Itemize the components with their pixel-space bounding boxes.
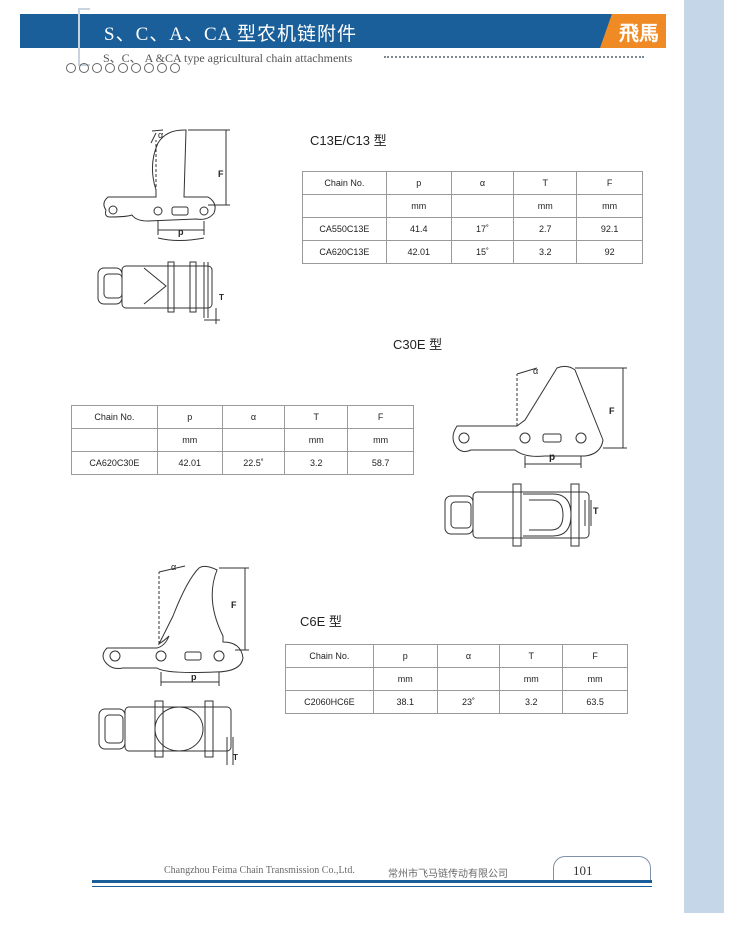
footer-company-en: Changzhou Feima Chain Transmission Co.,L… <box>164 865 355 876</box>
footer-rule-thin <box>92 886 652 887</box>
label-t: T <box>593 506 599 516</box>
header-bar <box>20 14 616 48</box>
footer-company-cn: 常州市飞马链传动有限公司 <box>388 869 508 880</box>
table-units-row: mm mm mm <box>285 667 628 691</box>
drawing-c30e-top: T <box>443 480 603 552</box>
drawing-c30e-side: α F p <box>445 360 630 472</box>
col-chain-no: Chain No. <box>302 171 387 195</box>
decorative-circles <box>66 63 180 73</box>
side-strip <box>684 0 724 913</box>
page-number-tab <box>553 856 651 881</box>
header-accent <box>600 14 666 48</box>
brand-logo: 飛馬 <box>619 21 659 45</box>
section-title-c6e: C6E 型 <box>300 614 342 629</box>
drawing-c6e-top: T <box>97 697 247 769</box>
table-row: C2060HC6E 38.1 23˚ 3.2 63.5 <box>285 690 628 714</box>
label-alpha: α <box>171 562 177 572</box>
drawing-c13e-top: T <box>96 258 226 326</box>
col-f: F <box>576 171 643 195</box>
spec-table-c13e: Chain No. p α T F mm mm mm CA550C13E 41.… <box>302 171 643 264</box>
table-header-row: Chain No. p α T F <box>285 644 628 668</box>
col-p: p <box>385 171 452 195</box>
footer-rule <box>92 880 652 883</box>
label-f: F <box>609 406 615 416</box>
table-row: CA620C13E 42.01 15˚ 3.2 92 <box>302 240 643 264</box>
label-t: T <box>219 293 224 302</box>
table-header-row: Chain No. p α T F <box>71 405 414 429</box>
page-number: 101 <box>573 863 593 878</box>
table-header-row: Chain No. p α T F <box>302 171 643 195</box>
page-subtitle: S、C、 A &CA type agricultural chain attac… <box>103 51 353 65</box>
label-p: p <box>178 227 184 237</box>
drawing-c13e-side: α F p <box>96 125 246 250</box>
section-title-c13e: C13E/C13 型 <box>310 133 387 148</box>
spec-table-c30e: Chain No. p α T F mm mm mm CA620C30E 42.… <box>71 405 414 475</box>
label-f: F <box>231 600 237 610</box>
dotted-rule <box>384 56 644 58</box>
header-bracket <box>78 8 90 66</box>
col-alpha: α <box>450 171 515 195</box>
label-t: T <box>233 753 238 762</box>
section-title-c30e: C30E 型 <box>393 337 443 352</box>
label-f: F <box>218 169 224 179</box>
drawing-c6e-side: α F p <box>95 560 255 690</box>
spec-table-c6e: Chain No. p α T F mm mm mm C2060HC6E 38.… <box>285 644 628 714</box>
page-title: S、C、A、CA 型农机链附件 <box>104 24 358 45</box>
col-t: T <box>513 171 578 195</box>
table-units-row: mm mm mm <box>302 194 643 218</box>
label-p: p <box>549 452 556 463</box>
table-row: CA620C30E 42.01 22.5˚ 3.2 58.7 <box>71 451 414 475</box>
label-alpha: α <box>533 366 539 376</box>
label-p: p <box>191 672 197 682</box>
label-alpha: α <box>158 130 164 140</box>
table-units-row: mm mm mm <box>71 428 414 452</box>
table-row: CA550C13E 41.4 17˚ 2.7 92.1 <box>302 217 643 241</box>
